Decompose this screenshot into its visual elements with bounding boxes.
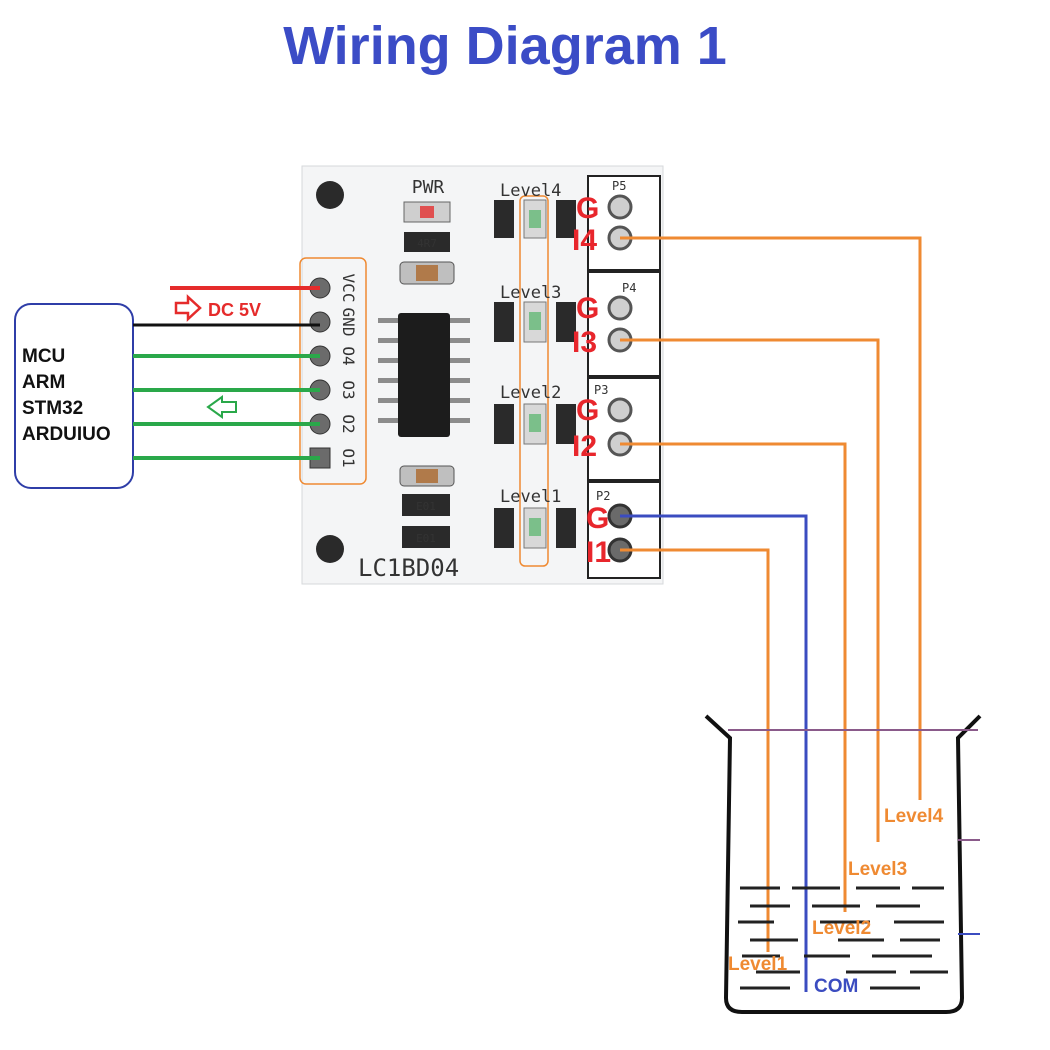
mcu-wires xyxy=(133,286,320,460)
led-column-outline xyxy=(519,195,549,567)
header-pin-gnd xyxy=(309,311,331,333)
header-label-o3: O3 xyxy=(339,380,358,399)
pin-label-i1: I1 xyxy=(586,536,611,569)
header-label-vcc: VCC xyxy=(339,274,358,303)
port-label: P5 xyxy=(612,179,626,193)
pin-label-g3: G xyxy=(576,292,599,325)
probe-label-level4: Level4 xyxy=(884,806,944,827)
probe-wire-level2 xyxy=(620,442,847,912)
port-label: P3 xyxy=(594,383,608,397)
pin-label-i3: I3 xyxy=(572,326,597,359)
resistor xyxy=(402,526,450,548)
header-label-o2: O2 xyxy=(339,414,358,433)
port-label: P2 xyxy=(596,489,610,503)
mcu-label-2: ARM xyxy=(22,372,65,393)
port-label: P4 xyxy=(622,281,636,295)
header-label-o1: O1 xyxy=(339,448,358,467)
board-name: LC1BD04 xyxy=(358,554,459,582)
resistor xyxy=(402,494,450,516)
power-label: DC 5V xyxy=(208,300,261,320)
header-label-o4: O4 xyxy=(339,346,358,365)
probe-wires xyxy=(620,236,922,952)
terminal-p3: P3 xyxy=(587,377,661,481)
mcu-label-4: ARDUIUO xyxy=(22,424,111,445)
pin-label-g1: G xyxy=(586,502,609,535)
tank-outline xyxy=(704,714,982,1014)
probe-wire-level3 xyxy=(620,338,880,842)
mcu-label-1: MCU xyxy=(22,346,65,367)
pin-label-g4: G xyxy=(576,192,599,225)
terminal-p4: P4 xyxy=(587,271,661,377)
terminal-p2: P2 xyxy=(587,481,661,579)
level-label: Level2 xyxy=(500,383,561,403)
mcu-label-3: STM32 xyxy=(22,398,83,419)
header-label-gnd: GND xyxy=(339,308,358,337)
level-label: Level3 xyxy=(500,283,561,303)
signal-direction-arrow-icon xyxy=(206,395,237,419)
mcu-box xyxy=(14,303,134,489)
level-label: Level4 xyxy=(500,181,561,201)
com-wire xyxy=(620,514,808,992)
level-row-2: Level2 xyxy=(494,383,576,445)
resistor-text: E01 xyxy=(416,532,436,545)
level-label: Level1 xyxy=(500,487,561,507)
resistor-text: E01 xyxy=(416,500,436,513)
pin-label-i2: I2 xyxy=(572,430,597,463)
header-outline xyxy=(299,257,367,485)
pin-label-i4: I4 xyxy=(572,224,597,257)
terminal-p5: P5 xyxy=(587,175,661,271)
mount-hole xyxy=(316,181,344,209)
probe-label-level1: Level1 xyxy=(728,954,788,975)
probe-wire-level1 xyxy=(620,548,770,952)
level-row-4: Level4 xyxy=(494,181,576,239)
power-arrow-icon xyxy=(174,294,202,322)
pwr-label: PWR xyxy=(412,177,445,198)
water-surface xyxy=(738,886,948,990)
relay-board: VCC GND O4 O3 O2 O1 PWR 4R7 xyxy=(299,165,664,585)
level-row-3: Level3 xyxy=(494,283,576,343)
pwr-resistor xyxy=(404,232,450,252)
mount-hole xyxy=(316,535,344,563)
com-label: COM xyxy=(814,976,858,997)
probe-label-level2: Level2 xyxy=(812,918,871,939)
ic-chip xyxy=(378,313,470,437)
header-pins xyxy=(309,277,331,469)
probe-wire-level4 xyxy=(620,236,922,800)
resistor-text: 4R7 xyxy=(417,237,437,250)
probe-label-level3: Level3 xyxy=(848,859,907,880)
water-tank xyxy=(704,714,982,1014)
diagram-title: Wiring Diagram 1 xyxy=(283,16,727,76)
level-row-1: Level1 xyxy=(494,487,576,549)
pin-label-g2: G xyxy=(576,394,599,427)
